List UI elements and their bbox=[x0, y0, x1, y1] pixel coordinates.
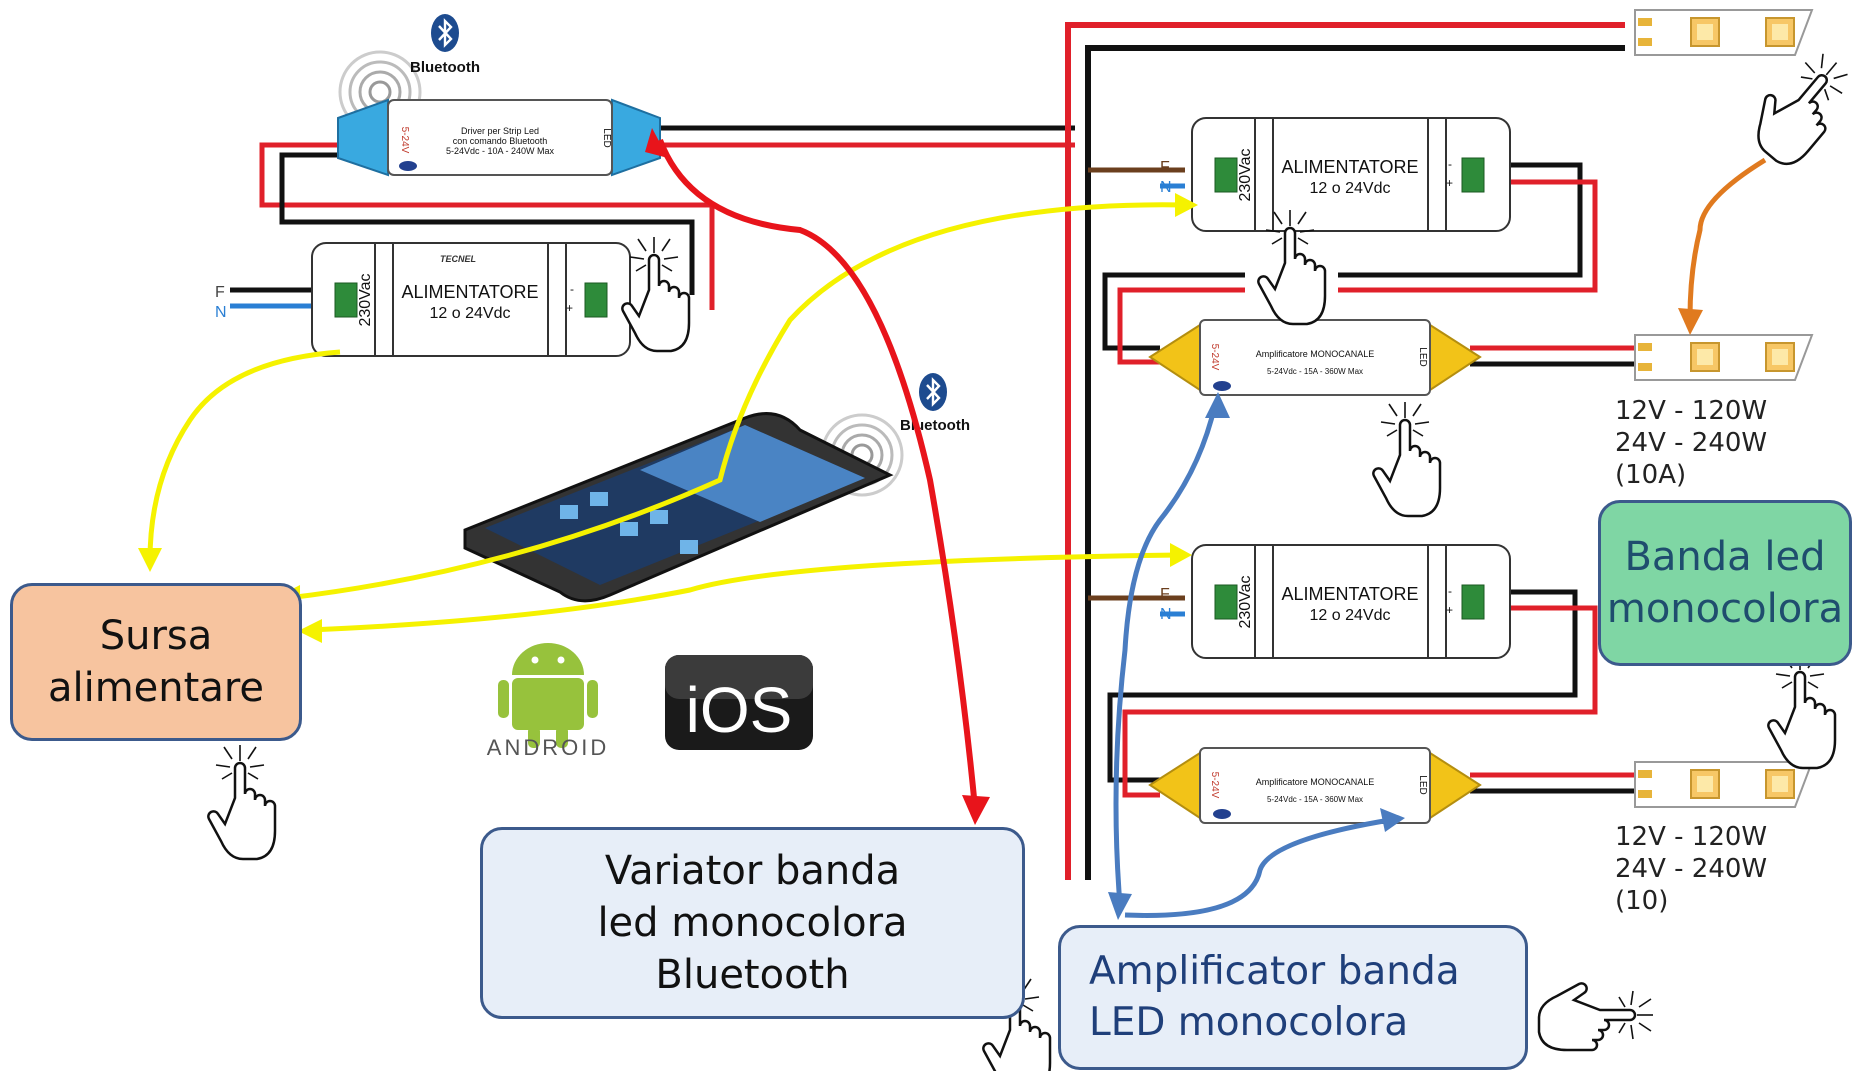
svg-text:12 o 24Vdc: 12 o 24Vdc bbox=[1310, 607, 1391, 624]
svg-text:+: + bbox=[566, 301, 573, 315]
blue-arrows bbox=[1108, 392, 1405, 920]
strip-2-spec: 12V - 120W 24V - 240W (10) bbox=[1615, 822, 1768, 916]
label-line: Amplificator banda bbox=[1089, 948, 1460, 994]
android-logo: ANDROID bbox=[487, 643, 609, 760]
bluetooth-icon bbox=[429, 12, 461, 54]
svg-text:LED: LED bbox=[1417, 347, 1428, 366]
label-line: Sursa bbox=[99, 613, 213, 659]
svg-text:Driver per Strip Led: Driver per Strip Led bbox=[461, 126, 539, 136]
led-strip-2 bbox=[1634, 761, 1814, 808]
svg-text:F: F bbox=[215, 284, 225, 301]
bluetooth-label: Bluetooth bbox=[410, 59, 480, 76]
left-wiring bbox=[230, 125, 1075, 310]
svg-text:-: - bbox=[570, 282, 574, 296]
bluetooth-dimmer-label: Variator banda led monocolora Bluetooth bbox=[480, 827, 1025, 1019]
svg-text:LED: LED bbox=[1417, 775, 1428, 794]
svg-text:con comando Bluetooth: con comando Bluetooth bbox=[453, 136, 548, 146]
svg-text:TECNEL: TECNEL bbox=[440, 254, 476, 264]
label-line: LED monocolora bbox=[1089, 999, 1409, 1045]
bluetooth-label: Bluetooth bbox=[900, 417, 970, 434]
amplifier-label: Amplificator banda LED monocolora bbox=[1058, 925, 1528, 1070]
label-line: Variator banda bbox=[604, 848, 901, 894]
led-strip-label: Banda led monocolora bbox=[1598, 500, 1852, 666]
hand-pointer-icon bbox=[621, 235, 691, 353]
svg-text:ANDROID: ANDROID bbox=[487, 735, 609, 760]
svg-text:-: - bbox=[1448, 157, 1452, 171]
hand-pointer-icon bbox=[1372, 400, 1442, 518]
label-line: Bluetooth bbox=[655, 952, 850, 998]
svg-text:5-24Vdc - 10A - 240W Max: 5-24Vdc - 10A - 240W Max bbox=[446, 146, 555, 156]
svg-text:+: + bbox=[1446, 603, 1453, 617]
svg-text:230Vac: 230Vac bbox=[357, 273, 374, 326]
svg-text:5-24Vdc - 15A - 360W Max: 5-24Vdc - 15A - 360W Max bbox=[1267, 795, 1363, 804]
svg-text:5-24V: 5-24V bbox=[1209, 772, 1220, 799]
yellow-arrowheads bbox=[138, 193, 1198, 643]
svg-text:5-24Vdc - 15A - 360W Max: 5-24Vdc - 15A - 360W Max bbox=[1267, 367, 1363, 376]
svg-text:N: N bbox=[1160, 179, 1172, 196]
svg-text:12 o 24Vdc: 12 o 24Vdc bbox=[1310, 180, 1391, 197]
label-line: Banda led bbox=[1624, 534, 1826, 580]
yellow-arrows bbox=[147, 202, 1186, 633]
power-supply-right-2: F N 230Vac ALIMENTATORE 12 o 24Vdc - + bbox=[1160, 544, 1511, 659]
svg-text:-: - bbox=[1448, 584, 1452, 598]
svg-text:LED: LED bbox=[601, 128, 612, 147]
svg-text:Amplificatore MONOCANALE: Amplificatore MONOCANALE bbox=[1256, 777, 1375, 787]
svg-text:12 o 24Vdc: 12 o 24Vdc bbox=[430, 305, 511, 322]
amplifier-2: Amplificatore MONOCANALE 5-24Vdc - 15A -… bbox=[1148, 747, 1482, 824]
smartphone-icon: Bluetooth bbox=[463, 371, 970, 603]
power-supply-left: F N 230Vac ALIMENTATORE 12 o 24Vdc TECNE… bbox=[215, 242, 631, 357]
svg-text:ALIMENTATORE: ALIMENTATORE bbox=[1281, 584, 1418, 604]
red-arrow bbox=[645, 128, 990, 825]
led-strip-1 bbox=[1634, 334, 1814, 381]
label-line: alimentare bbox=[47, 665, 265, 711]
orange-arrow bbox=[1678, 157, 1767, 335]
label-line: monocolora bbox=[1606, 586, 1844, 632]
svg-text:Amplificatore MONOCANALE: Amplificatore MONOCANALE bbox=[1256, 349, 1375, 359]
svg-text:F: F bbox=[1160, 586, 1170, 603]
svg-text:5-24V: 5-24V bbox=[399, 127, 410, 154]
strip-1-spec: 12V - 120W 24V - 240W (10A) bbox=[1615, 396, 1768, 490]
hand-pointer-icon bbox=[1767, 652, 1837, 770]
amplifier-1: Amplificatore MONOCANALE 5-24Vdc - 15A -… bbox=[1148, 319, 1482, 396]
svg-text:F: F bbox=[1160, 159, 1170, 176]
bluetooth-icon bbox=[917, 371, 949, 413]
svg-text:5-24V: 5-24V bbox=[1209, 344, 1220, 371]
svg-text:230Vac: 230Vac bbox=[1237, 148, 1254, 201]
power-supply-right-1: F N 230Vac ALIMENTATORE 12 o 24Vdc - + bbox=[1160, 117, 1511, 232]
label-line: led monocolora bbox=[597, 900, 908, 946]
svg-text:ALIMENTATORE: ALIMENTATORE bbox=[401, 282, 538, 302]
svg-text:N: N bbox=[1160, 606, 1172, 623]
right-wiring bbox=[1065, 22, 1640, 880]
hand-pointer-icon bbox=[1537, 982, 1655, 1052]
bluetooth-driver: Bluetooth Driver per Strip Led con coman… bbox=[337, 12, 661, 177]
svg-text:+: + bbox=[1446, 176, 1453, 190]
hand-pointer-icon bbox=[207, 743, 277, 861]
svg-text:iOS: iOS bbox=[686, 674, 793, 746]
svg-text:N: N bbox=[215, 304, 227, 321]
svg-text:ALIMENTATORE: ALIMENTATORE bbox=[1281, 157, 1418, 177]
hand-pointer-icon bbox=[1737, 40, 1852, 174]
ios-logo: iOS bbox=[665, 655, 813, 750]
svg-text:230Vac: 230Vac bbox=[1237, 575, 1254, 628]
power-source-label: Sursa alimentare bbox=[10, 583, 302, 741]
led-strip-top bbox=[1634, 9, 1814, 56]
